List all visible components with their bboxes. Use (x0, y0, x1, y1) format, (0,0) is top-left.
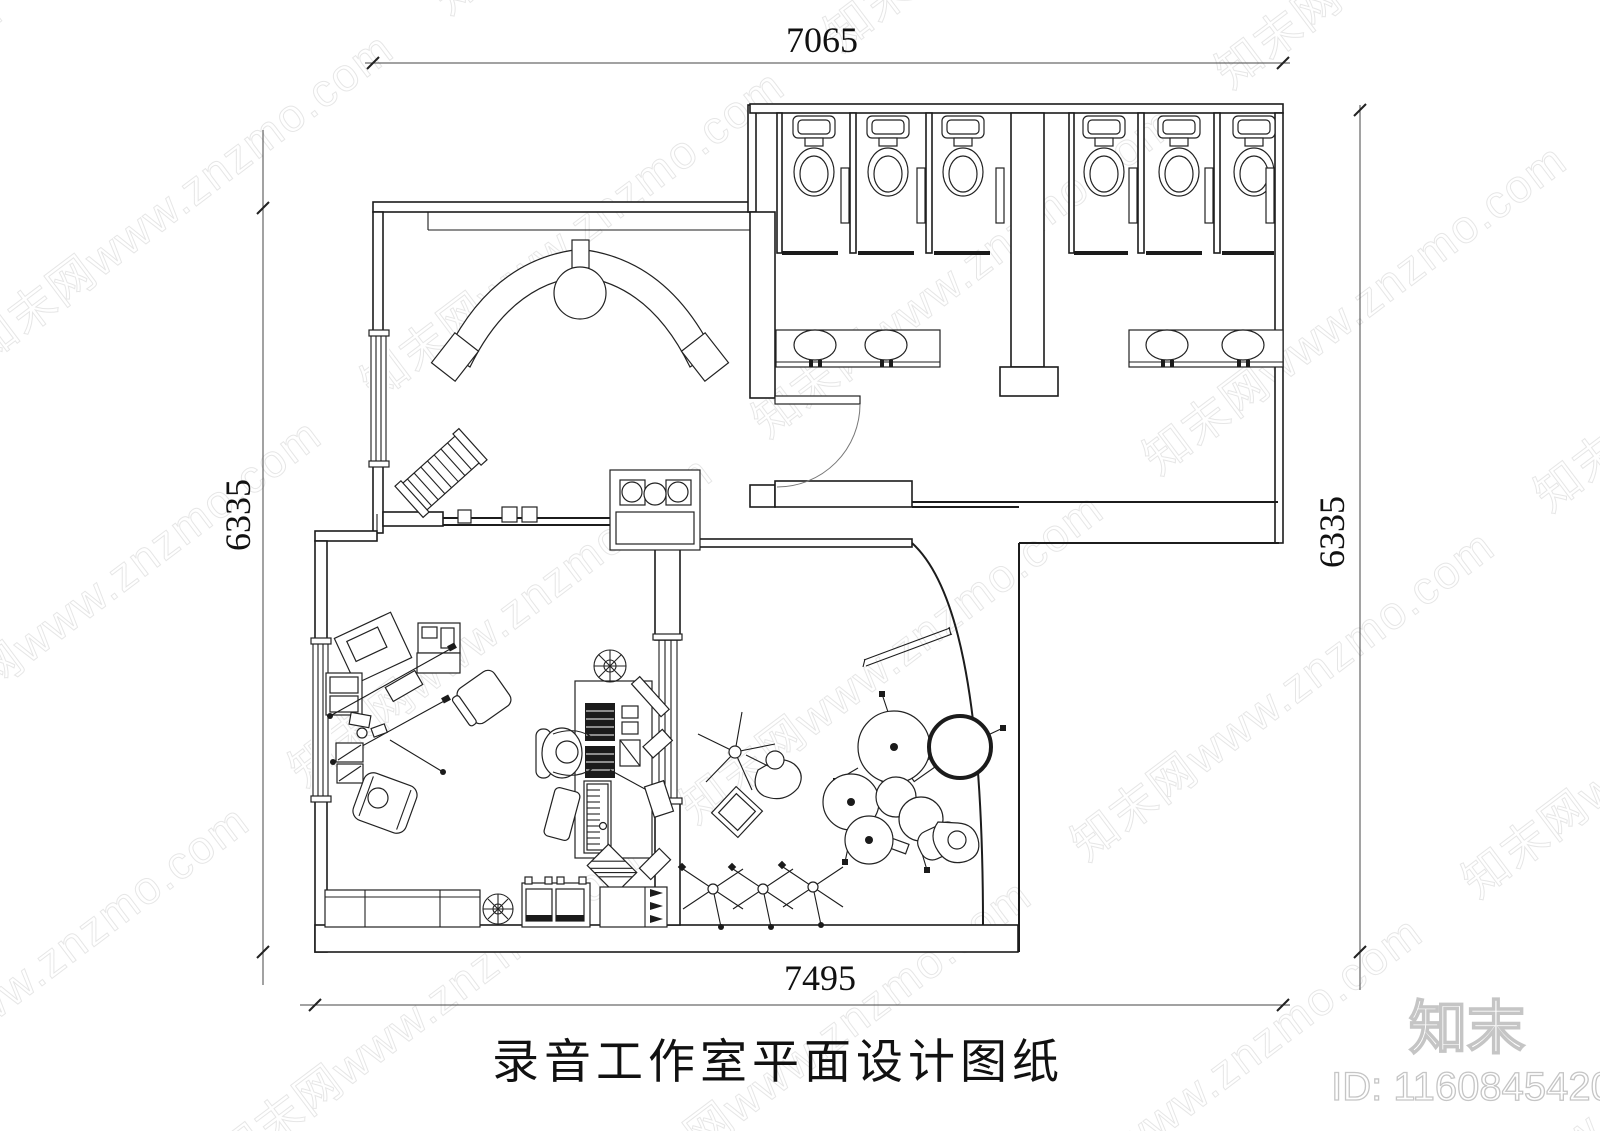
wall-studio-top (679, 538, 913, 548)
watermark-text: 知末网www.znzmo.com (0, 21, 403, 373)
shelf-unit (521, 876, 591, 928)
window-studio-dividing (652, 633, 683, 805)
mixing-console-group (535, 649, 675, 895)
wall-bath-left-upper (747, 104, 757, 213)
window-reception-left (368, 329, 390, 468)
toilet-icon (792, 115, 836, 197)
sink-icon (864, 329, 908, 367)
door-studio-leaf (862, 626, 953, 668)
wall-control-top (314, 530, 378, 542)
brand-id: ID: 1160845420 (1331, 1065, 1600, 1109)
watermark-text: 知末网www.znzmo.com (351, 58, 794, 410)
reception-desk (430, 239, 730, 383)
toilet-icon (941, 115, 985, 197)
reception-chair (553, 266, 607, 320)
toilet-icon (866, 115, 910, 197)
office-chair (451, 669, 512, 727)
plant-icon (593, 649, 627, 683)
watermark-text: 知末网www.znzmo.com (1061, 519, 1504, 871)
amp-box (586, 843, 638, 895)
desk-monitor (571, 239, 590, 269)
mic-stand-icon (697, 711, 776, 791)
wall-partition-stub (382, 511, 444, 527)
toilets-group (792, 115, 1276, 224)
door-bathroom (774, 395, 861, 488)
equipment-counter (609, 469, 701, 551)
dimension-left: 6335 (218, 130, 270, 985)
stool-icon (710, 785, 764, 839)
workstation-group (325, 611, 512, 834)
sink-icon (1221, 329, 1265, 367)
dimension-top: 7065 (365, 20, 1290, 70)
wall-corridor-left-stub (749, 484, 776, 508)
wall-bath-right (1274, 112, 1284, 544)
engineer-figure (535, 727, 593, 779)
piano-bench (543, 787, 581, 841)
dimension-right: 6335 (1312, 103, 1367, 990)
mic-stand-icon (677, 862, 744, 930)
sink-icon (1145, 329, 1189, 367)
dim-label-top: 7065 (786, 20, 858, 60)
bench-icon (394, 427, 488, 519)
sink-icon (793, 329, 837, 367)
tv-cabinet (324, 889, 481, 928)
plant-icon (482, 893, 514, 925)
singer-figure (745, 750, 802, 800)
door-swing-arc (776, 403, 861, 488)
watermark-text: 知末网www.znzmo.com (0, 0, 12, 336)
door-leaf (774, 395, 861, 405)
watermark-text: 知末网www.znzmo.com (0, 407, 331, 759)
brand-logo: 知末 (1409, 996, 1525, 1061)
dimension-bottom: 7495 (300, 958, 1290, 1012)
dim-label-bottom: 7495 (784, 958, 856, 998)
side-table (367, 787, 389, 809)
speaker-unit (599, 886, 668, 928)
wall-studio-curve (911, 542, 984, 926)
drawing-title: 录音工作室平面设计图纸 (492, 1037, 1064, 1089)
wall-corridor-left (749, 211, 776, 399)
mic-stand-row (677, 860, 844, 930)
mic-stand-icon (777, 860, 844, 928)
wall-corridor-south (774, 480, 913, 508)
wall-bath-middle (1010, 112, 1045, 368)
watermark-text: 知末网www.znzmo.com (1525, 170, 1600, 522)
cabinet-row (324, 876, 668, 928)
sink-counters-group (775, 329, 1284, 368)
dim-label-right: 6335 (1312, 496, 1352, 568)
watermark-text: 知末网www.znzmo.com (1206, 0, 1600, 98)
watermark-text: 知末网www.znzmo.com (1452, 556, 1600, 908)
dim-label-left: 6335 (218, 479, 258, 551)
singer-group (697, 711, 802, 839)
toilet-icon (1082, 115, 1126, 197)
wall-bath-middle-foot (999, 366, 1059, 397)
wall-bottom (314, 924, 1019, 953)
watermark-text: 知末网www.znzmo.com (815, 0, 1258, 61)
stall-fronts (782, 251, 1274, 255)
console-panel (585, 703, 641, 778)
toilet-icon (1157, 115, 1201, 197)
watermark-text: 知末网www.znzmo.com (0, 794, 259, 1131)
rack-unit (335, 742, 364, 784)
window-control-left (310, 637, 332, 803)
wall-reception-top (372, 201, 753, 213)
piano-keyboard (583, 780, 612, 854)
mic-stand-icon (727, 862, 794, 930)
drum-kit-icon (822, 691, 1006, 873)
wall-bath-top (749, 103, 1284, 114)
watermark-text: 知末网www.znzmo.com (1134, 133, 1577, 485)
